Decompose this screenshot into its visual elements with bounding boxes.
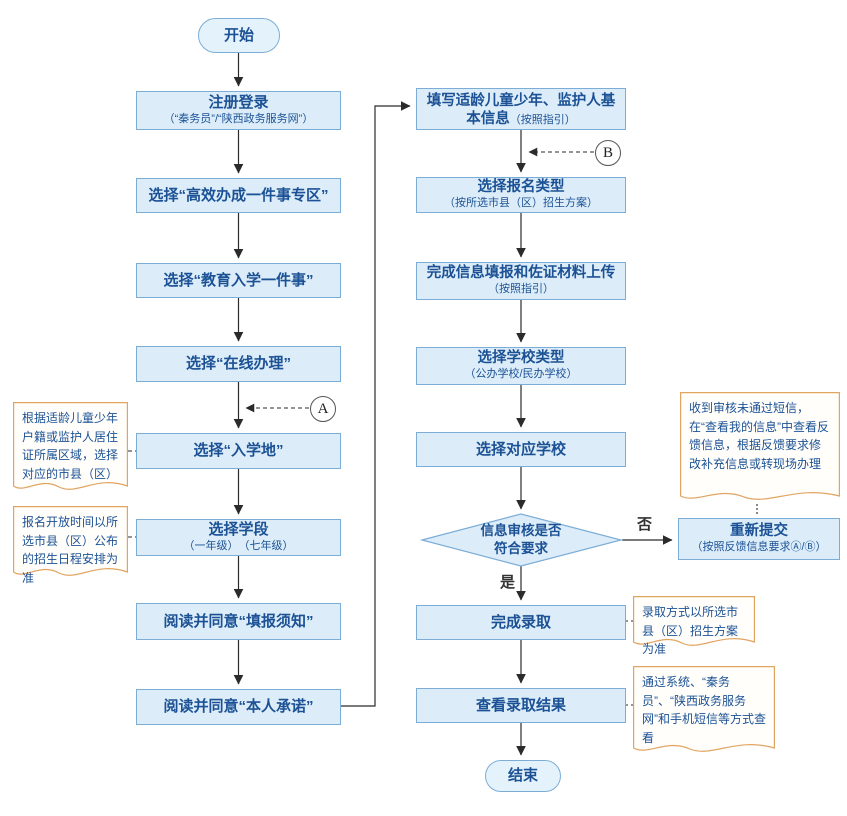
decision-line1: 信息审核是否 — [480, 522, 562, 538]
node-register-login: 注册登录 （“秦务员”/“陕西政务服务网”） — [136, 91, 341, 130]
node-zone-select: 选择“高效办成一件事专区” — [136, 178, 341, 213]
node-title: 选择“入学地” — [193, 442, 284, 459]
node-agree-promise: 阅读并同意“本人承诺” — [136, 689, 341, 725]
decision-line2: 符合要求 — [494, 541, 548, 556]
node-start-terminal: 开始 — [198, 18, 280, 53]
node-subtitle: （“秦务员”/“陕西政务服务网”） — [163, 113, 314, 126]
marker-b-circle: B — [595, 140, 621, 166]
node-title: 完成录取 — [490, 613, 551, 631]
node-subtitle: （按照反馈信息要求Ⓐ/Ⓑ） — [691, 541, 827, 554]
node-education-matter: 选择“教育入学一件事” — [136, 263, 341, 298]
node-title: 选择“高效办成一件事专区” — [148, 186, 329, 204]
node-title: 选择学段 — [208, 521, 269, 539]
node-title: 选择对应学校 — [475, 440, 566, 458]
document-shape — [680, 392, 840, 500]
annotation-text: 根据适龄儿童少年户籍或监护人居住证所属区域，选择对应的市县（区） — [22, 411, 119, 481]
document-shape — [13, 402, 128, 490]
annotation-left-2: 报名开放时间以所选市县（区）公布的招生日程安排为准 — [13, 506, 128, 585]
marker-a-circle: A — [310, 396, 336, 422]
document-shape — [633, 666, 775, 752]
node-title: 阅读并同意“填报须知” — [163, 612, 314, 630]
node-title: 填写适龄儿童少年、监护人基本信息 — [426, 93, 616, 128]
node-title: 选择“在线办理” — [185, 355, 291, 372]
node-title: 阅读并同意“本人承诺” — [163, 698, 314, 715]
node-title: 重新提交 — [730, 522, 788, 539]
node-select-school: 选择对应学校 — [416, 432, 626, 467]
annotation-left-1: 根据适龄儿童少年户籍或监护人居住证所属区域，选择对应的市县（区） — [13, 402, 128, 494]
node-fill-info: 填写适龄儿童少年、监护人基本信息（按照指引） — [416, 88, 626, 130]
annotation-right-2: 录取方式以所选市县（区）招生方案为准 — [633, 596, 755, 656]
document-shape — [633, 596, 755, 646]
node-admission-done: 完成录取 — [416, 605, 626, 640]
node-title: 选择“教育入学一件事” — [163, 271, 314, 289]
document-shape — [13, 506, 128, 576]
annotation-right-3: 通过系统、“秦务员”、“陕西政务服务网”和手机短信等方式查看 — [633, 666, 775, 756]
node-enroll-place: 选择“入学地” — [136, 433, 341, 469]
annotation-text: 收到审核未通过短信，在“查看我的信息”中查看反馈信息，根据反馈要求修改补充信息或… — [689, 401, 829, 471]
node-title: 注册登录 — [208, 94, 269, 112]
node-view-result: 查看录取结果 — [416, 688, 626, 723]
node-title: 开始 — [223, 26, 254, 44]
label-yes: 是 — [500, 574, 516, 591]
node-subtitle: （按照指引） — [488, 283, 554, 296]
node-grade-stage: 选择学段 （一年级） （七年级） — [136, 519, 341, 556]
node-resubmit: 重新提交 （按照反馈信息要求Ⓐ/Ⓑ） — [678, 518, 840, 560]
node-subtitle: （按所选市县（区）招生方案） — [444, 197, 598, 210]
node-online-handle: 选择“在线办理” — [136, 346, 341, 382]
node-agree-notice: 阅读并同意“填报须知” — [136, 603, 341, 640]
node-title: 结束 — [507, 767, 538, 784]
annotation-right-1: 收到审核未通过短信，在“查看我的信息”中查看反馈信息，根据反馈要求修改补充信息或… — [680, 392, 840, 504]
annotation-text: 报名开放时间以所选市县（区）公布的招生日程安排为准 — [22, 515, 119, 585]
node-subtitle: （按照指引） — [509, 114, 576, 127]
annotation-text: 录取方式以所选市县（区）招生方案为准 — [642, 605, 739, 657]
node-subtitle: （一年级） （七年级） — [183, 540, 294, 553]
node-title: 选择学校类型 — [477, 349, 565, 366]
annotation-text: 通过系统、“秦务员”、“陕西政务服务网”和手机短信等方式查看 — [642, 675, 766, 745]
node-title: 选择报名类型 — [477, 178, 565, 195]
node-upload-materials: 完成信息填报和佐证材料上传 （按照指引） — [416, 262, 626, 300]
node-end-terminal: 结束 — [485, 760, 561, 792]
label-no: 否 — [637, 516, 653, 533]
node-reg-type: 选择报名类型 （按所选市县（区）招生方案） — [416, 177, 626, 213]
node-subtitle: （公办学校/民办学校） — [464, 368, 578, 381]
node-school-type: 选择学校类型 （公办学校/民办学校） — [416, 347, 626, 385]
decision-review: 信息审核是否 符合要求 — [441, 517, 601, 563]
node-title: 查看录取结果 — [475, 696, 566, 714]
node-title: 完成信息填报和佐证材料上传 — [426, 264, 616, 281]
